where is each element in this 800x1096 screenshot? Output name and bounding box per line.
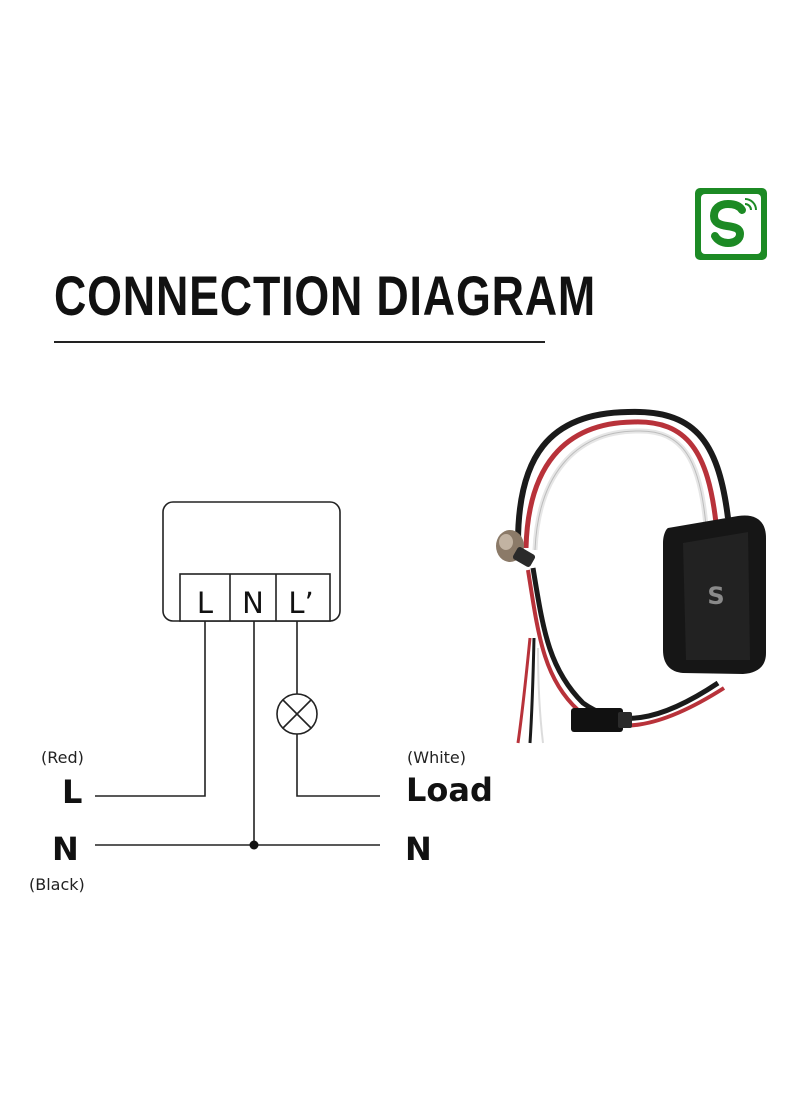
load-label: Load	[406, 771, 493, 809]
terminal-block	[179, 573, 331, 622]
neutral-color-note: (Black)	[29, 875, 85, 894]
live-wire	[95, 621, 206, 797]
live-color-note: (Red)	[41, 748, 84, 767]
neutral-junction	[249, 840, 259, 850]
switch-module-photo-icon: S	[496, 408, 766, 744]
terminal-label-n: N	[242, 586, 264, 620]
lamp-icon	[276, 693, 318, 735]
svg-text:S: S	[707, 582, 724, 610]
neutral-label-left: N	[52, 830, 79, 868]
load-wire	[296, 734, 380, 797]
neutral-label-right: N	[405, 830, 432, 868]
brand-logo-icon	[695, 188, 767, 260]
terminal-label-l: L	[197, 586, 213, 620]
terminal-label-l-prime: L’	[288, 586, 313, 620]
title-underline	[54, 341, 545, 343]
page-title: CONNECTION DIAGRAM	[54, 264, 597, 327]
live-label: L	[62, 773, 83, 811]
load-color-note: (White)	[407, 748, 467, 767]
